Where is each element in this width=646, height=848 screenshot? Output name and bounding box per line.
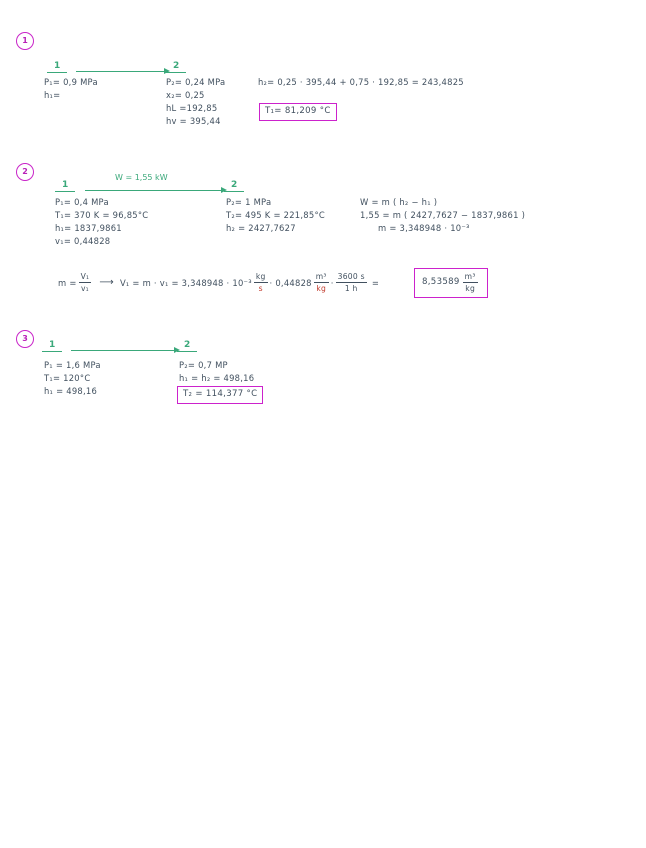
work-line: 1,55 = m ( 2427,7627 − 1837,9861 )	[360, 210, 526, 220]
fraction-denominator: kg	[316, 284, 327, 293]
specific-volume-fraction: V₁ v₁	[78, 272, 92, 293]
outlet-line: P₂= 1 MPa	[226, 197, 272, 207]
problem-number-badge-3: 3	[16, 330, 34, 348]
multiplication-dot: ·	[330, 277, 334, 288]
inlet-line: v₁= 0,44828	[55, 236, 111, 246]
inlet-line: P₁= 0,9 MPa	[44, 77, 98, 87]
derivation-lhs: m =	[58, 277, 77, 288]
work-calculation-1: h₂= 0,25 · 395,44 + 0,75 · 192,85 = 243,…	[258, 76, 464, 89]
flow-arrow-line-1	[76, 71, 166, 72]
outlet-values-1: P₂= 0,24 MPa x₂= 0,25 hL =192,85 hv = 39…	[166, 76, 225, 128]
implies-arrow: ⟶	[99, 277, 114, 288]
mass-flow-derivation-2: m = V₁ v₁ ⟶ V₁ = m · v₁ = 3,348948 · 10⁻…	[58, 272, 382, 293]
derivation-mid: · 0,44828	[269, 277, 312, 288]
flow-arrow-head-1	[164, 68, 170, 74]
answer-box-1: T₁= 81,209 °C	[259, 103, 337, 121]
answer-box-2: 8,53589 m³ kg	[414, 268, 488, 298]
fraction-denominator: kg	[465, 284, 476, 293]
inlet-values-3: P₁ = 1,6 MPa T₁= 120°C h₁ = 498,16	[44, 359, 101, 398]
state-label-outlet-3: 2	[177, 340, 198, 352]
unit-m3-per-kg: m³ kg	[313, 272, 329, 293]
answer-value-2: 8,53589	[422, 277, 460, 287]
state-label-inlet-2: 1	[55, 180, 76, 192]
outlet-line: h₂ = 2427,7627	[226, 223, 296, 233]
unit-kg-per-s: kg s	[253, 272, 268, 293]
flow-arrow-line-3	[71, 350, 176, 351]
inlet-line: P₁= 0,4 MPa	[55, 197, 109, 207]
answer-unit-2: m³ kg	[462, 272, 478, 293]
inlet-line: T₁= 370 K = 96,85°C	[55, 210, 149, 220]
fraction-numerator: m³	[313, 272, 329, 283]
derivation-rhs: V₁ = m · v₁ = 3,348948 · 10⁻³	[119, 277, 252, 288]
inlet-line: P₁ = 1,6 MPa	[44, 360, 101, 370]
inlet-values-1: P₁= 0,9 MPa h₁=	[44, 76, 98, 102]
work-line: h₂= 0,25 · 395,44 + 0,75 · 192,85 = 243,…	[258, 77, 464, 87]
state-label-inlet-1: 1	[47, 61, 68, 73]
state-label-outlet-2: 2	[224, 180, 245, 192]
problem-number-badge-1: 1	[16, 32, 34, 50]
state-label-outlet-1: 2	[166, 61, 187, 73]
outlet-line: x₂= 0,25	[166, 90, 205, 100]
fraction-denominator: v₁	[80, 284, 89, 293]
inlet-line: h₁ = 498,16	[44, 386, 98, 396]
flow-arrow-line-2	[85, 190, 223, 191]
fraction-denominator: 1 h	[344, 284, 358, 293]
inlet-line: T₁= 120°C	[44, 373, 91, 383]
inlet-values-2: P₁= 0,4 MPa T₁= 370 K = 96,85°C h₁= 1837…	[55, 196, 148, 248]
outlet-line: P₂= 0,7 MP	[179, 360, 228, 370]
work-line: W = m ( h₂ − h₁ )	[360, 197, 438, 207]
outlet-values-2: P₂= 1 MPa T₂= 495 K = 221,85°C h₂ = 2427…	[226, 196, 325, 235]
fraction-numerator: V₁	[78, 272, 92, 283]
fraction-denominator: s	[258, 284, 263, 293]
outlet-line: T₂= 495 K = 221,85°C	[226, 210, 325, 220]
fraction-numerator: m³	[462, 272, 478, 283]
outlet-line: hL =192,85	[166, 103, 218, 113]
inlet-line: h₁=	[44, 90, 61, 100]
work-input-label-2: W = 1,55 kW	[115, 173, 168, 182]
problem-number-badge-2: 2	[16, 163, 34, 181]
fraction-numerator: kg	[253, 272, 268, 283]
equals-sign: =	[371, 277, 380, 288]
flow-arrow-head-3	[174, 347, 180, 353]
outlet-line: hv = 395,44	[166, 116, 221, 126]
flow-arrow-head-2	[221, 187, 227, 193]
state-label-inlet-3: 1	[42, 340, 63, 352]
inlet-line: h₁= 1837,9861	[55, 223, 122, 233]
work-calculation-2: W = m ( h₂ − h₁ ) 1,55 = m ( 2427,7627 −…	[360, 196, 525, 235]
work-line: m = 3,348948 · 10⁻³	[378, 223, 470, 233]
outlet-values-3: P₂= 0,7 MP h₁ = h₂ = 498,16	[179, 359, 254, 385]
answer-box-3: T₂ = 114,377 °C	[177, 386, 264, 404]
fraction-numerator: 3600 s	[335, 272, 367, 283]
unit-seconds-per-hour: 3600 s 1 h	[335, 272, 367, 293]
outlet-line: h₁ = h₂ = 498,16	[179, 373, 255, 383]
outlet-line: P₂= 0,24 MPa	[166, 77, 226, 87]
